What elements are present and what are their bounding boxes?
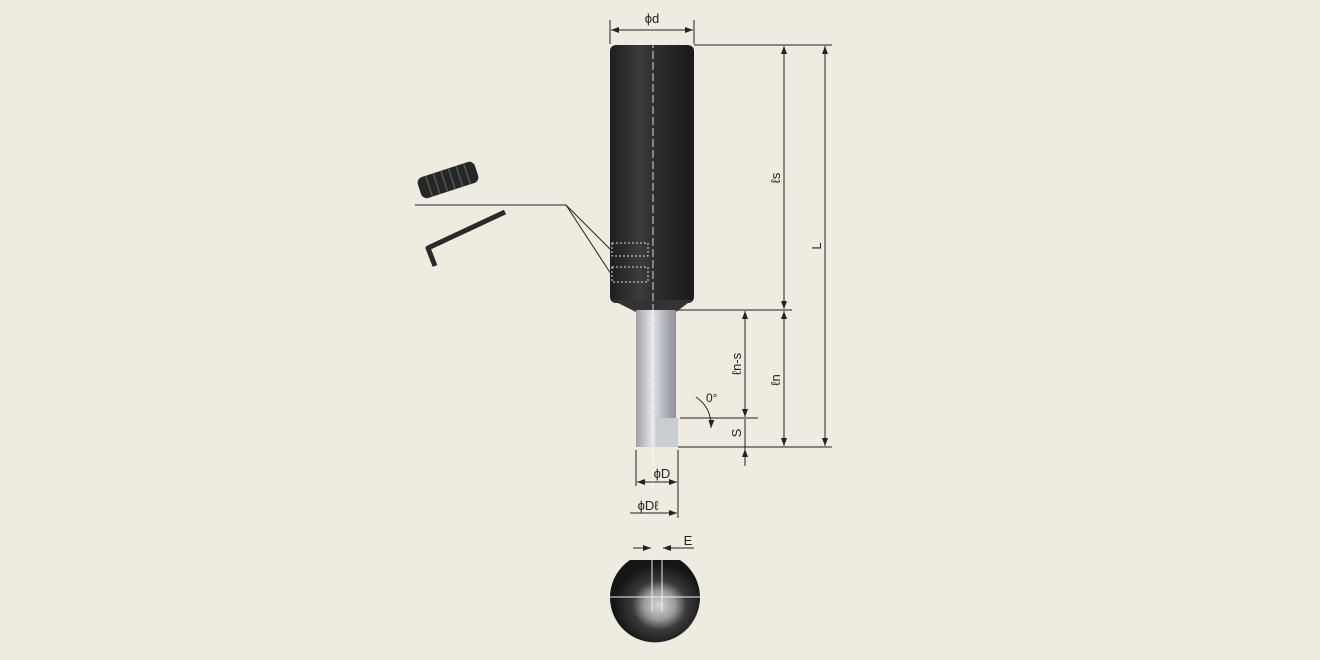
leader-lines — [415, 204, 612, 275]
label-shank-diameter: ϕd — [645, 11, 660, 26]
end-view — [602, 545, 700, 643]
label-eccentricity: E — [684, 533, 693, 548]
label-overall-length: L — [809, 242, 824, 249]
neck-chamfer — [612, 300, 692, 312]
hex-key-icon — [425, 209, 507, 267]
label-cutting-diameter: ϕD — [654, 466, 671, 481]
label-shank-length: ℓs — [768, 172, 783, 183]
tool-body — [610, 45, 694, 303]
boring-bar — [610, 40, 694, 492]
label-angle: 0° — [706, 391, 718, 405]
label-min-bore-diameter: ϕDℓ — [638, 498, 660, 513]
label-neck-length: ℓn — [768, 374, 783, 385]
cutting-tip — [656, 418, 678, 447]
set-screw-icon — [417, 161, 479, 199]
label-s: S — [729, 428, 744, 437]
label-neck-minus-s: ℓn-s — [729, 352, 744, 375]
dimension-lines — [609, 20, 832, 518]
